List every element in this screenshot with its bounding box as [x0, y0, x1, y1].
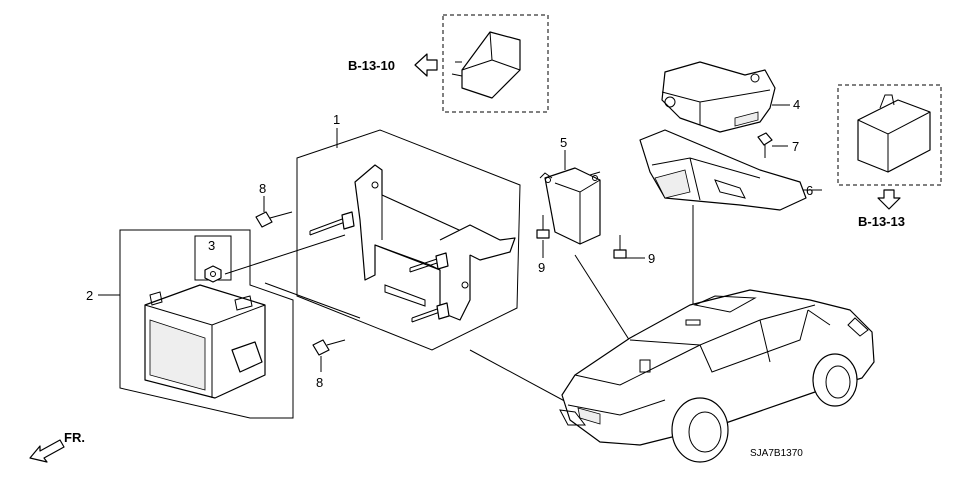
screw-9-right: [613, 235, 645, 259]
callout-8-upper: 8: [259, 181, 266, 196]
unit-outline-2: [119, 229, 294, 419]
ref-label-left: B-13-10: [348, 58, 395, 73]
leader-unit-to-bracket: [264, 282, 361, 319]
callout-7: 7: [792, 139, 799, 154]
callout-5: 5: [560, 135, 567, 150]
screw-7: [757, 132, 788, 158]
screw-8-lower: [312, 339, 346, 372]
camera-unit-4: [661, 61, 776, 133]
diagram-code: SJA7B1370: [750, 448, 803, 459]
callout-9-left: 9: [538, 260, 545, 275]
arrow-left-icon: [414, 53, 438, 77]
nut-3: [204, 265, 222, 283]
car-illustration: [559, 289, 875, 463]
leader-bracket-to-car: [469, 349, 573, 406]
bracket-assembly: [354, 164, 516, 321]
ref-box-b-13-10: [442, 14, 549, 113]
screw-8-upper: [255, 196, 293, 228]
cover-6: [639, 129, 807, 211]
callout-2: 2: [86, 288, 93, 303]
bolt-left: [309, 211, 355, 236]
radar-unit: [144, 284, 266, 399]
callout-6: 6: [806, 183, 813, 198]
bolt-lower: [411, 302, 450, 323]
callout-1: 1: [333, 112, 340, 127]
arrow-down-icon: [877, 189, 901, 210]
sensor-5: [539, 167, 601, 245]
screw-9-left: [536, 215, 550, 258]
callout-3: 3: [208, 238, 215, 253]
leader-3-bracket: [224, 234, 346, 275]
ref-box-b-13-13: [837, 84, 942, 186]
callout-9-right: 9: [648, 251, 655, 266]
ref-label-right: B-13-13: [858, 214, 905, 229]
bolt-middle: [409, 252, 449, 273]
assembly-outline-1: [296, 129, 521, 351]
callout-4: 4: [793, 97, 800, 112]
front-arrow-icon: [29, 439, 65, 463]
callout-8-lower: 8: [316, 375, 323, 390]
direction-label: FR.: [64, 430, 85, 445]
